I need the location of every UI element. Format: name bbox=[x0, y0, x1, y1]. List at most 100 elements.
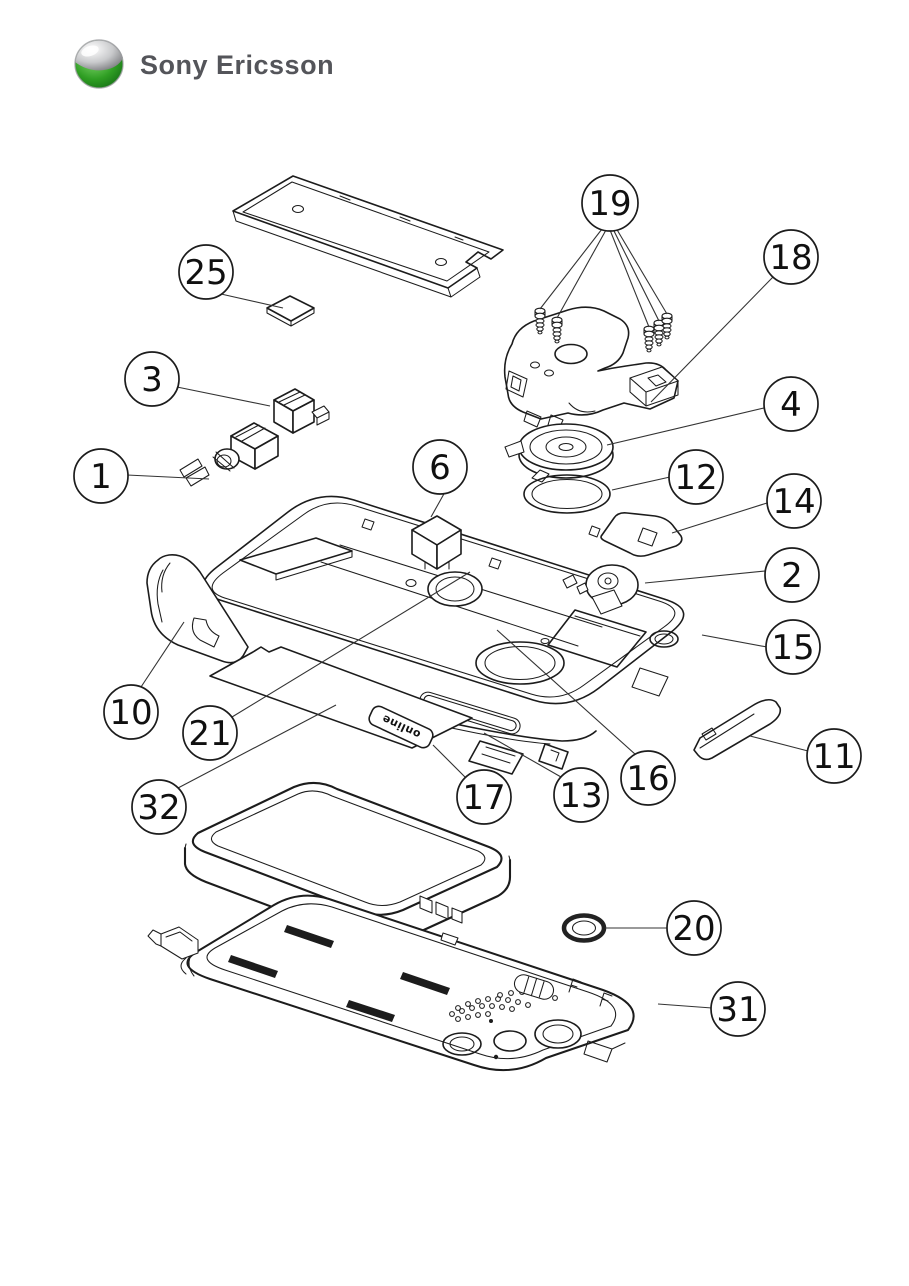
callout-12-number: 12 bbox=[674, 458, 717, 498]
shield-plate bbox=[232, 175, 504, 298]
callout-20-bubble bbox=[666, 900, 722, 956]
vibration-motor bbox=[562, 564, 639, 615]
callout-14-number: 14 bbox=[772, 482, 815, 522]
callout-6-bubble bbox=[412, 439, 468, 495]
sony-ericsson-logo: Sony Ericsson bbox=[74, 39, 334, 89]
callout-1-number: 1 bbox=[90, 457, 112, 497]
callout-15-leader-line bbox=[701, 634, 768, 648]
callout-3: 3 bbox=[124, 351, 271, 407]
component-block bbox=[411, 515, 462, 570]
logo-brand-text: Sony Ericsson bbox=[140, 50, 334, 80]
camera-module bbox=[179, 422, 279, 487]
callout-2-bubble bbox=[764, 547, 820, 603]
callout-6-leader-line bbox=[430, 491, 446, 518]
callout-12-bubble bbox=[668, 449, 724, 505]
callout-16-bubble bbox=[620, 750, 676, 806]
callout-19-leader-line bbox=[609, 229, 650, 328]
front-housing bbox=[202, 495, 685, 775]
callout-32-bubble bbox=[131, 779, 187, 835]
callout-32-leader-line bbox=[177, 704, 337, 789]
callout-21-leader-line bbox=[231, 571, 471, 718]
callout-21-bubble bbox=[182, 705, 238, 761]
callout-16-leader-line bbox=[496, 629, 637, 756]
callout-13-bubble bbox=[553, 767, 609, 823]
callout-11-bubble bbox=[806, 728, 862, 784]
callout-21: 21 bbox=[182, 571, 471, 761]
callout-10-bubble bbox=[103, 684, 159, 740]
callout-11-number: 11 bbox=[812, 737, 855, 777]
callout-10-number: 10 bbox=[109, 693, 152, 733]
callout-10-leader-line bbox=[140, 621, 185, 688]
online-label-tag: online bbox=[368, 705, 434, 749]
callout-14-leader-line bbox=[671, 502, 768, 534]
callout-14: 14 bbox=[671, 473, 822, 534]
callout-1-bubble bbox=[73, 448, 129, 504]
callout-4-bubble bbox=[763, 376, 819, 432]
callout-20-number: 20 bbox=[672, 909, 715, 949]
callout-15: 15 bbox=[701, 619, 821, 675]
adhesive-pad bbox=[266, 295, 315, 327]
callout-32-number: 32 bbox=[137, 788, 180, 828]
callout-16: 16 bbox=[496, 629, 676, 806]
callout-6: 6 bbox=[412, 439, 468, 518]
battery bbox=[183, 781, 512, 948]
camera-bracket bbox=[503, 306, 679, 430]
inner-cover bbox=[588, 512, 683, 557]
callout-31-number: 31 bbox=[716, 990, 759, 1030]
callout-2-leader-line bbox=[644, 570, 766, 584]
callout-13-leader-line bbox=[483, 732, 562, 778]
battery-cover bbox=[147, 894, 635, 1072]
callout-17-number: 17 bbox=[462, 778, 505, 818]
callout-18-bubble bbox=[763, 229, 819, 285]
side-key-cover bbox=[693, 698, 782, 761]
callout-2-number: 2 bbox=[781, 556, 803, 596]
callout-16-number: 16 bbox=[626, 759, 669, 799]
callout-19-leader-line bbox=[612, 228, 660, 322]
callout-25-leader-line bbox=[220, 293, 284, 309]
callout-15-bubble bbox=[765, 619, 821, 675]
callout-31-leader-line bbox=[657, 1003, 713, 1009]
callout-17: 17 bbox=[432, 744, 512, 825]
speaker-gasket-ring bbox=[523, 474, 611, 514]
callout-32: 32 bbox=[131, 704, 337, 835]
callout-15-number: 15 bbox=[771, 628, 814, 668]
callout-1: 1 bbox=[73, 448, 210, 504]
board-connector bbox=[273, 388, 330, 434]
callout-2: 2 bbox=[644, 547, 820, 603]
callout-3-leader-line bbox=[176, 386, 271, 407]
speaker bbox=[504, 423, 614, 483]
camera-lens-ring bbox=[561, 913, 607, 943]
callout-11-leader-line bbox=[749, 735, 809, 752]
callout-4-leader-line bbox=[606, 407, 765, 446]
callout-20: 20 bbox=[605, 900, 722, 956]
callout-14-bubble bbox=[766, 473, 822, 529]
callout-10: 10 bbox=[103, 621, 185, 740]
callout-18-leader-line bbox=[650, 276, 774, 403]
callout-25: 25 bbox=[178, 244, 284, 309]
callout-13-number: 13 bbox=[559, 776, 602, 816]
callout-6-number: 6 bbox=[429, 448, 451, 488]
callout-19-bubble bbox=[581, 174, 639, 232]
callout-19: 19 bbox=[539, 174, 668, 328]
callout-11: 11 bbox=[749, 728, 862, 784]
callout-31: 31 bbox=[657, 981, 766, 1037]
callout-12: 12 bbox=[611, 449, 724, 505]
callout-18: 18 bbox=[650, 229, 819, 403]
callout-13: 13 bbox=[483, 732, 609, 823]
callout-17-leader-line bbox=[432, 744, 467, 779]
callout-1-leader-line bbox=[126, 474, 210, 480]
sony-ericsson-sphere-icon bbox=[74, 39, 124, 89]
callout-19-leader-line bbox=[539, 228, 603, 310]
housing-end-cap bbox=[146, 554, 249, 664]
callout-17-bubble bbox=[456, 769, 512, 825]
callout-21-number: 21 bbox=[188, 714, 231, 754]
callout-19-leader-line bbox=[556, 229, 607, 319]
callout-25-number: 25 bbox=[184, 253, 227, 293]
callout-12-leader-line bbox=[611, 476, 671, 491]
callout-3-bubble bbox=[124, 351, 180, 407]
callout-18-number: 18 bbox=[769, 238, 812, 278]
callout-19-number: 19 bbox=[588, 184, 631, 224]
